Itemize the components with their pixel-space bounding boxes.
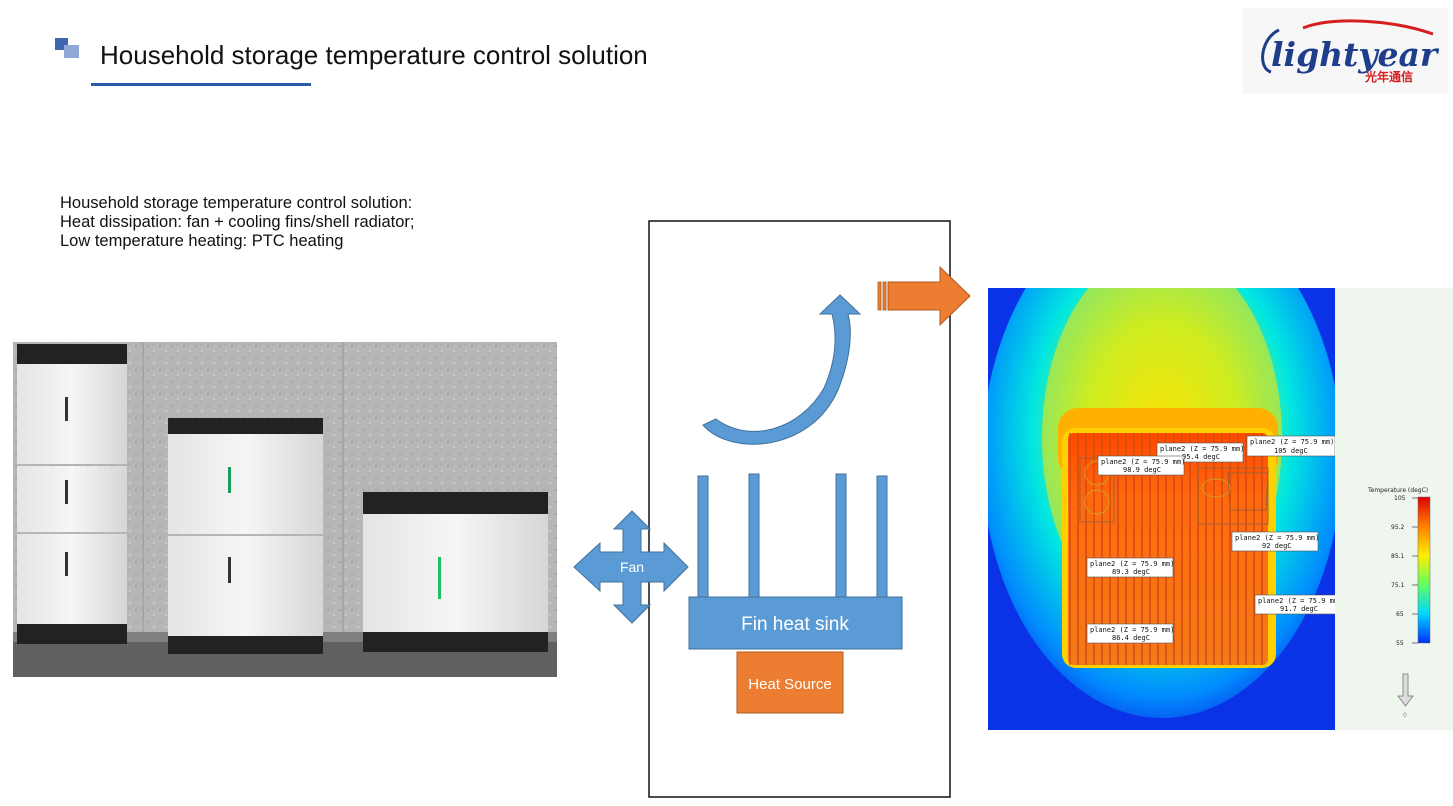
- solution-description: Household storage temperature control so…: [60, 194, 415, 251]
- heat-sink-fins: [697, 473, 888, 601]
- description-line-2: Heat dissipation: fan + cooling fins/she…: [60, 213, 415, 231]
- probe-label: plane2 (Z = 75.9 mm) 92 degC: [1231, 531, 1319, 552]
- probe-label-text: plane2 (Z = 75.9 mm): [1090, 626, 1174, 634]
- fin-heat-sink: [688, 596, 903, 650]
- battery-unit-medium: [168, 418, 323, 654]
- probe-label-text: plane2 (Z = 75.9 mm): [1090, 560, 1174, 568]
- legend-color-bar: [1417, 496, 1431, 644]
- probe-label-value: 86.4 degC: [1112, 634, 1150, 642]
- down-arrow-icon: [1397, 673, 1414, 707]
- svg-text:光年通信: 光年通信: [1364, 69, 1413, 84]
- battery-unit-tall: [17, 344, 127, 644]
- heat-source-label: Heat Source: [748, 676, 831, 693]
- page-title: Household storage temperature control so…: [100, 40, 648, 70]
- legend-tick: 105: [1394, 495, 1406, 502]
- legend-tick: 75.1: [1391, 582, 1405, 589]
- title-bullet-icon: [55, 38, 81, 60]
- heat-source: [736, 651, 844, 714]
- fan-label: Fan: [620, 559, 644, 575]
- probe-label-text: plane2 (Z = 75.9 mm): [1235, 534, 1319, 542]
- airflow-curved-arrow-icon: [702, 294, 862, 445]
- legend-tick: 95.2: [1391, 524, 1405, 531]
- legend-title: Temperature (degC): [1367, 487, 1428, 494]
- probe-label-value: 95.4 degC: [1182, 453, 1220, 461]
- probe-label-text: plane2 (Z = 75.9 mm): [1160, 445, 1244, 453]
- legend-panel: [1335, 288, 1453, 730]
- product-photo: [13, 342, 557, 677]
- probe-label: plane2 (Z = 75.9 mm) 91.7 degC: [1254, 594, 1342, 615]
- probe-label-value: 92 degC: [1262, 542, 1292, 550]
- probe-label-value: 98.9 degC: [1123, 466, 1161, 474]
- probe-label-text: plane2 (Z = 75.9 mm): [1258, 597, 1342, 605]
- probe-label: plane2 (Z = 75.9 mm) 98.9 degC: [1097, 455, 1185, 476]
- description-line-3: Low temperature heating: PTC heating: [60, 232, 344, 250]
- fan-arrow-icon: [573, 510, 689, 624]
- heat-exhaust-arrow-icon: [877, 265, 971, 327]
- legend-tick: 65: [1396, 611, 1404, 618]
- heat-dissipation-diagram: Fin heat sink Heat Source Fan: [570, 218, 990, 800]
- company-logo: lightyear 光年通信: [1243, 8, 1448, 94]
- svg-text:lightyear: lightyear: [1271, 35, 1440, 74]
- title-underline: [91, 83, 311, 86]
- fin-heat-sink-label: Fin heat sink: [741, 614, 849, 635]
- probe-label-value: 91.7 degC: [1280, 605, 1318, 613]
- probe-label: plane2 (Z = 75.9 mm) 105 degC: [1246, 435, 1336, 457]
- probe-label-value: 105 degC: [1274, 447, 1308, 455]
- thermal-simulation: plane2 (Z = 75.9 mm) 105 degC plane2 (Z …: [982, 198, 1453, 730]
- probe-label-text: plane2 (Z = 75.9 mm): [1250, 438, 1334, 446]
- legend-tick: 55: [1396, 640, 1404, 647]
- description-line-1: Household storage temperature control so…: [60, 194, 413, 212]
- probe-label: plane2 (Z = 75.9 mm) 89.3 degC: [1086, 557, 1174, 578]
- arrow-label: 0: [1403, 712, 1407, 719]
- probe-label: plane2 (Z = 75.9 mm) 86.4 degC: [1086, 623, 1174, 644]
- probe-label-text: plane2 (Z = 75.9 mm): [1101, 458, 1185, 466]
- enclosure-outline: [648, 220, 951, 798]
- legend-tick: 85.1: [1391, 553, 1405, 560]
- battery-unit-small: [363, 492, 548, 652]
- probe-label-value: 89.3 degC: [1112, 568, 1150, 576]
